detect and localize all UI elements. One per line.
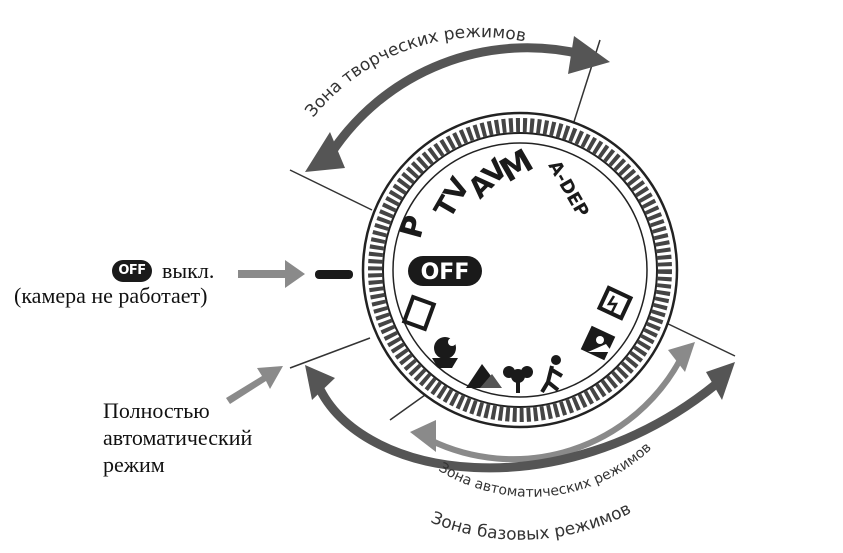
off-position-label: OFF выкл. (камера не работает) bbox=[14, 258, 214, 308]
arrowhead-right bbox=[668, 342, 695, 372]
basic-zone-label-path: Зона базовых режимов bbox=[428, 499, 634, 545]
sports-icon bbox=[540, 355, 564, 394]
arrowhead-left bbox=[305, 132, 345, 172]
off-label-text: выкл. bbox=[162, 258, 215, 283]
creative-zone-arrow bbox=[305, 36, 610, 172]
arrowhead-left bbox=[410, 420, 436, 452]
dial-index-mark bbox=[315, 270, 353, 279]
night-portrait-icon bbox=[580, 325, 616, 361]
full-auto-label-line3: режим bbox=[103, 452, 165, 477]
full-auto-label-line1: Полностью bbox=[103, 398, 210, 423]
basic-zone-arrow bbox=[305, 362, 735, 473]
boundary-line-auto-right bbox=[659, 319, 736, 357]
off-pointer-arrow bbox=[238, 260, 305, 288]
landscape-icon bbox=[466, 364, 502, 388]
off-label-line1: OFF выкл. bbox=[14, 258, 214, 283]
dial-knurl-ring bbox=[368, 118, 672, 422]
full-auto-icon bbox=[401, 294, 437, 332]
boundary-line-creative-left bbox=[289, 169, 373, 211]
dial-face bbox=[392, 142, 648, 398]
macro-icon bbox=[503, 366, 533, 393]
auto-pointer-arrow bbox=[226, 366, 283, 404]
mode-dial[interactable]: OFF P TV AV M A-DEP bbox=[361, 111, 679, 429]
flash-off-icon bbox=[596, 285, 634, 321]
full-auto-label-line2: автоматический bbox=[103, 425, 253, 450]
arrowhead-left bbox=[305, 365, 335, 400]
arrowhead-right bbox=[568, 36, 610, 74]
auto-zone-arrow bbox=[410, 342, 695, 463]
off-badge-icon: OFF bbox=[112, 259, 152, 282]
arrowhead-right bbox=[706, 362, 735, 400]
full-auto-label: Полностью автоматический режим bbox=[103, 397, 252, 478]
basic-zone-label: Зона базовых режимов bbox=[428, 499, 634, 545]
dial-off-badge: OFF bbox=[408, 256, 482, 286]
boundary-line-auto-left bbox=[289, 337, 371, 369]
dial-off-text: OFF bbox=[421, 260, 470, 285]
portrait-icon bbox=[432, 337, 458, 368]
off-label-subtext: (камера не работает) bbox=[14, 283, 208, 308]
boundary-line-auto-bottom bbox=[389, 394, 426, 421]
